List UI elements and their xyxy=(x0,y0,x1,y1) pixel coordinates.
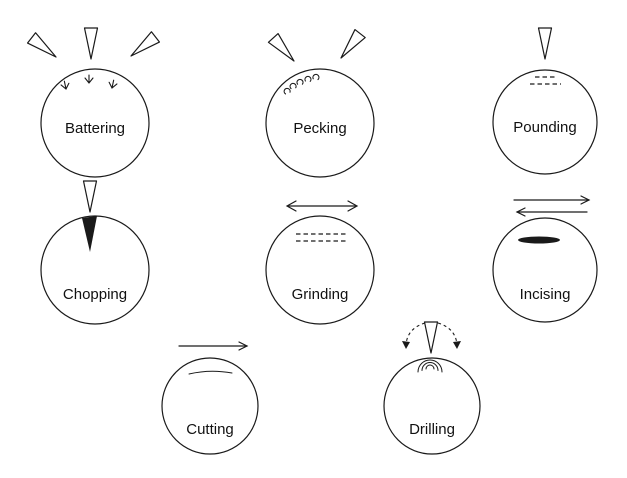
arrow-right-icon xyxy=(513,195,591,205)
hollow-arrow-tilted-left-icon xyxy=(126,31,161,62)
panel-grinding: Grinding xyxy=(265,200,375,325)
rotation-dashed-arrows-icon xyxy=(402,322,461,349)
pecking-circle xyxy=(265,68,375,178)
panel-label: Battering xyxy=(65,120,125,137)
black-lens-groove-icon xyxy=(518,236,560,244)
pounding-circle xyxy=(492,69,598,175)
panel-label: Incising xyxy=(520,286,571,303)
panel-label: Cutting xyxy=(186,421,234,438)
hollow-arrow-down-icon xyxy=(423,321,439,354)
panel-pounding: Pounding xyxy=(492,27,598,175)
crushed-dash-marks-icon xyxy=(530,76,561,85)
panel-label: Pecking xyxy=(293,120,346,137)
panel-battering: Battering xyxy=(26,27,161,178)
concentric-arc-marks-icon xyxy=(417,359,443,373)
panel-label: Chopping xyxy=(63,286,127,303)
hollow-arrow-tilted-right-icon xyxy=(26,32,61,63)
shallow-curved-line-icon xyxy=(188,370,233,375)
hollow-arrow-down-icon xyxy=(82,180,98,213)
panel-cutting: Cutting xyxy=(161,341,259,455)
battering-circle xyxy=(40,68,150,178)
panel-label: Drilling xyxy=(409,421,455,438)
hatched-dash-rows-icon xyxy=(296,233,346,242)
black-wedge-notch-icon xyxy=(82,216,97,252)
chopping-circle xyxy=(40,215,150,325)
drilling-circle xyxy=(383,357,481,455)
hollow-arrow-down-icon xyxy=(83,27,99,60)
arrow-left-icon xyxy=(515,207,588,217)
hollow-arrow-tilted-right-icon xyxy=(267,33,300,66)
panel-label: Grinding xyxy=(292,286,349,303)
panel-label: Pounding xyxy=(513,119,576,136)
double-headed-horizontal-arrow-icon xyxy=(285,200,359,212)
cutting-circle xyxy=(161,357,259,455)
hollow-arrow-tilted-left-icon xyxy=(335,28,366,63)
panel-chopping: Chopping xyxy=(40,180,150,325)
panel-pecking: Pecking xyxy=(265,28,375,178)
incising-circle xyxy=(492,217,598,323)
grinding-circle xyxy=(265,215,375,325)
arrow-right-icon xyxy=(178,341,249,351)
panel-drilling: Drilling xyxy=(383,321,481,455)
panel-incising: Incising xyxy=(492,195,598,323)
hollow-arrow-down-icon xyxy=(537,27,553,60)
